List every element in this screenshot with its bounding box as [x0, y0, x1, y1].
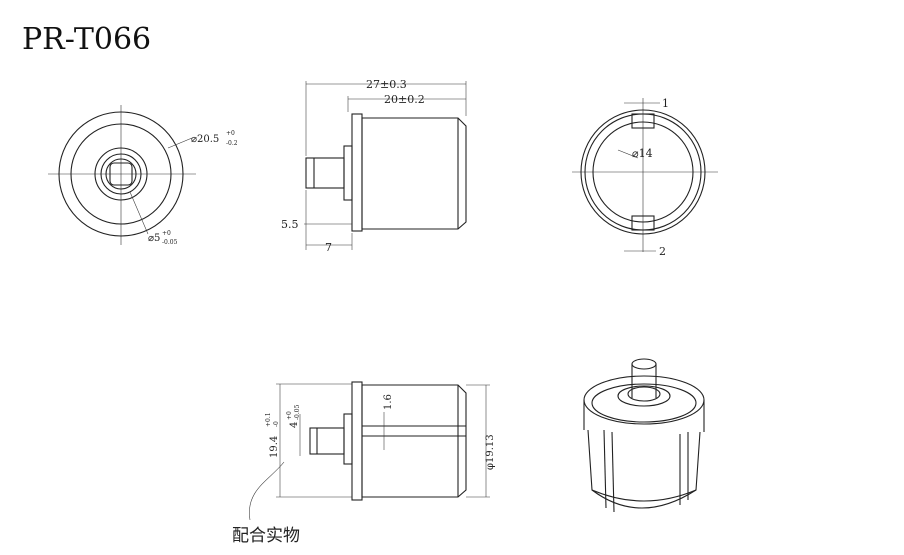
- inner-diameter-tol-upper: +0: [162, 230, 171, 237]
- groove-label: 1.6: [383, 394, 394, 410]
- inner-diameter-label: ⌀5: [148, 233, 160, 244]
- total-length-label: 27±0.3: [366, 78, 407, 91]
- outer-diameter-tol-upper: +0: [226, 130, 235, 137]
- flat-width-tol-upper: +0: [286, 411, 293, 420]
- flat-width-label: 4: [289, 422, 300, 428]
- flat-height-tol-upper: +0.1: [265, 412, 272, 427]
- slot-width-label: 1: [662, 97, 669, 110]
- side-view: [304, 81, 467, 250]
- shaft-length-label: 7: [325, 241, 332, 254]
- note-label: 配合实物: [232, 526, 300, 546]
- flat-width-tol-lower: -0.05: [294, 404, 301, 420]
- drawing-title: PR-T066: [22, 22, 152, 57]
- body-diameter-label: φ19.13: [485, 434, 496, 470]
- slot-depth-label: 2: [659, 245, 666, 258]
- inner-diameter-tol-lower: -0.05: [162, 239, 178, 246]
- shaft-offset-label: 5.5: [281, 218, 299, 231]
- flat-height-label: 19.4: [269, 436, 280, 458]
- rear-view: [572, 98, 718, 252]
- flat-height-tol-lower: -0: [273, 421, 280, 427]
- outer-diameter-label: ⌀20.5: [191, 134, 219, 145]
- body-length-label: 20±0.2: [384, 93, 425, 106]
- isometric-view: [583, 358, 705, 513]
- front-view: [48, 105, 196, 245]
- bore-diameter-label: ⌀14: [632, 147, 653, 160]
- side-section-view: [249, 381, 490, 521]
- outer-diameter-tol-lower: -0.2: [226, 140, 238, 147]
